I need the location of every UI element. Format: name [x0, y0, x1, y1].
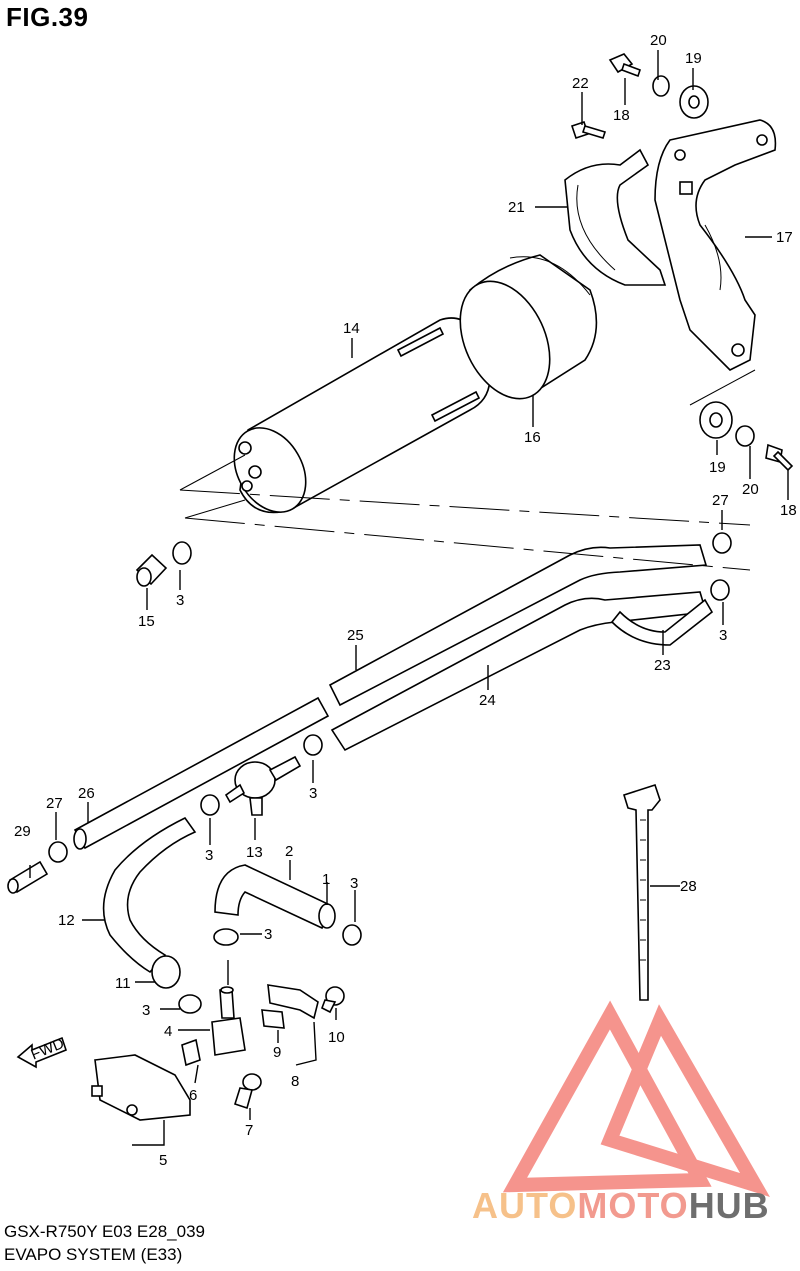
callout-4: 4 — [164, 1023, 172, 1040]
connector-part-29[interactable] — [7, 860, 49, 894]
hose-part-12[interactable] — [102, 816, 197, 974]
callout-7: 7 — [245, 1122, 253, 1139]
watermark-logo — [502, 1000, 770, 1197]
clamp-part-27-left[interactable] — [48, 841, 68, 863]
callout-22: 22 — [572, 75, 589, 92]
tie-part-28[interactable] — [623, 783, 661, 1001]
callout-labels: 20 19 22 18 21 17 14 16 19 20 18 27 3 15… — [14, 32, 797, 1169]
fwd-arrow-icon: FWD — [16, 1035, 67, 1069]
grommet-part-19-lower[interactable] — [699, 401, 733, 439]
clamp-part-3-f[interactable] — [213, 928, 239, 946]
callout-3: 3 — [264, 926, 272, 943]
clamp-part-3-a[interactable] — [172, 541, 192, 565]
hose-part-2[interactable] — [214, 864, 336, 930]
watermark-text: AUTOMOTOHUB — [472, 1185, 770, 1227]
clamp-part-3-c[interactable] — [303, 734, 323, 756]
bolt-part-18-lower[interactable] — [765, 443, 794, 472]
cap-part-15[interactable] — [135, 553, 168, 587]
callout-27: 27 — [46, 795, 63, 812]
bracket-part-21[interactable] — [564, 148, 667, 286]
bolt-part-18-top[interactable] — [608, 53, 642, 78]
washer-part-20-top[interactable] — [652, 75, 670, 97]
hose-part-26[interactable] — [328, 544, 708, 707]
watermark-moto: MOTO — [577, 1185, 689, 1226]
callout-3: 3 — [142, 1002, 150, 1019]
callout-23: 23 — [654, 657, 671, 674]
clamp-part-9[interactable] — [261, 1009, 285, 1029]
section-title: EVAPO SYSTEM (E33) — [4, 1245, 183, 1264]
bolt-part-7[interactable] — [234, 1073, 262, 1110]
callout-leaders — [29, 50, 789, 1146]
bolt-part-10[interactable] — [320, 986, 345, 1014]
washer-part-20-lower[interactable] — [735, 425, 755, 447]
bracket-part-17[interactable] — [654, 119, 777, 371]
callout-18-lower: 18 — [780, 502, 797, 519]
callout-1: 1 — [322, 871, 330, 888]
callout-14: 14 — [343, 320, 360, 337]
callout-9: 9 — [273, 1044, 281, 1061]
watermark-auto: AUTO — [472, 1185, 578, 1226]
callout-25: 26 — [78, 785, 95, 802]
callout-12: 12 — [58, 912, 75, 929]
valve-part-13[interactable] — [224, 755, 302, 816]
hose-part-25[interactable] — [73, 696, 330, 850]
fwd-label: FWD — [28, 1035, 66, 1064]
callout-18: 18 — [613, 107, 630, 124]
callout-3: 3 — [176, 592, 184, 609]
clamp-part-3-e[interactable] — [342, 924, 362, 946]
figure-title: FIG.39 — [6, 2, 89, 32]
callout-20: 20 — [650, 32, 667, 49]
callout-19: 19 — [685, 50, 702, 67]
callout-26: 25 — [347, 627, 364, 644]
callout-3: 3 — [205, 847, 213, 864]
watermark-hub: HUB — [688, 1185, 770, 1226]
model-code: GSX-R750Y E03 E28_039 — [4, 1222, 205, 1241]
screw-part-22[interactable] — [570, 120, 607, 140]
canister-holder-part-16[interactable] — [443, 254, 598, 413]
callout-10: 10 — [328, 1029, 345, 1046]
callout-3: 3 — [719, 627, 727, 644]
clip-part-6[interactable] — [181, 1038, 201, 1067]
callout-5: 5 — [159, 1152, 167, 1169]
callout-11: 11 — [115, 975, 131, 992]
callout-19-lower: 19 — [709, 459, 726, 476]
clamp-part-8[interactable] — [267, 984, 319, 1020]
callout-16: 16 — [524, 429, 541, 446]
callout-8: 8 — [291, 1073, 299, 1090]
bracket-part-5[interactable] — [91, 1054, 191, 1121]
callout-24: 24 — [479, 692, 496, 709]
callout-21: 21 — [508, 199, 525, 216]
hose-end-part-11[interactable] — [151, 955, 181, 989]
callout-2: 2 — [285, 843, 293, 860]
clamp-part-3-d[interactable] — [200, 794, 220, 816]
callout-13: 13 — [246, 844, 263, 861]
callout-27: 27 — [712, 492, 729, 509]
callout-20-lower: 20 — [742, 481, 759, 498]
hose-part-23[interactable] — [610, 598, 714, 646]
callout-29: 29 — [14, 823, 31, 840]
clamp-part-27-top[interactable] — [712, 532, 732, 554]
callout-15: 15 — [138, 613, 155, 630]
callout-3: 3 — [309, 785, 317, 802]
callout-17: 17 — [776, 229, 793, 246]
joint-part-4[interactable] — [211, 986, 246, 1056]
canister-part-14[interactable] — [220, 317, 491, 525]
grommet-part-19-top[interactable] — [679, 85, 709, 119]
callout-6: 6 — [189, 1087, 197, 1104]
callout-28: 28 — [680, 878, 697, 895]
callout-3: 3 — [350, 875, 358, 892]
clamp-part-3-g[interactable] — [178, 994, 202, 1014]
clamp-part-3-b[interactable] — [710, 579, 730, 601]
